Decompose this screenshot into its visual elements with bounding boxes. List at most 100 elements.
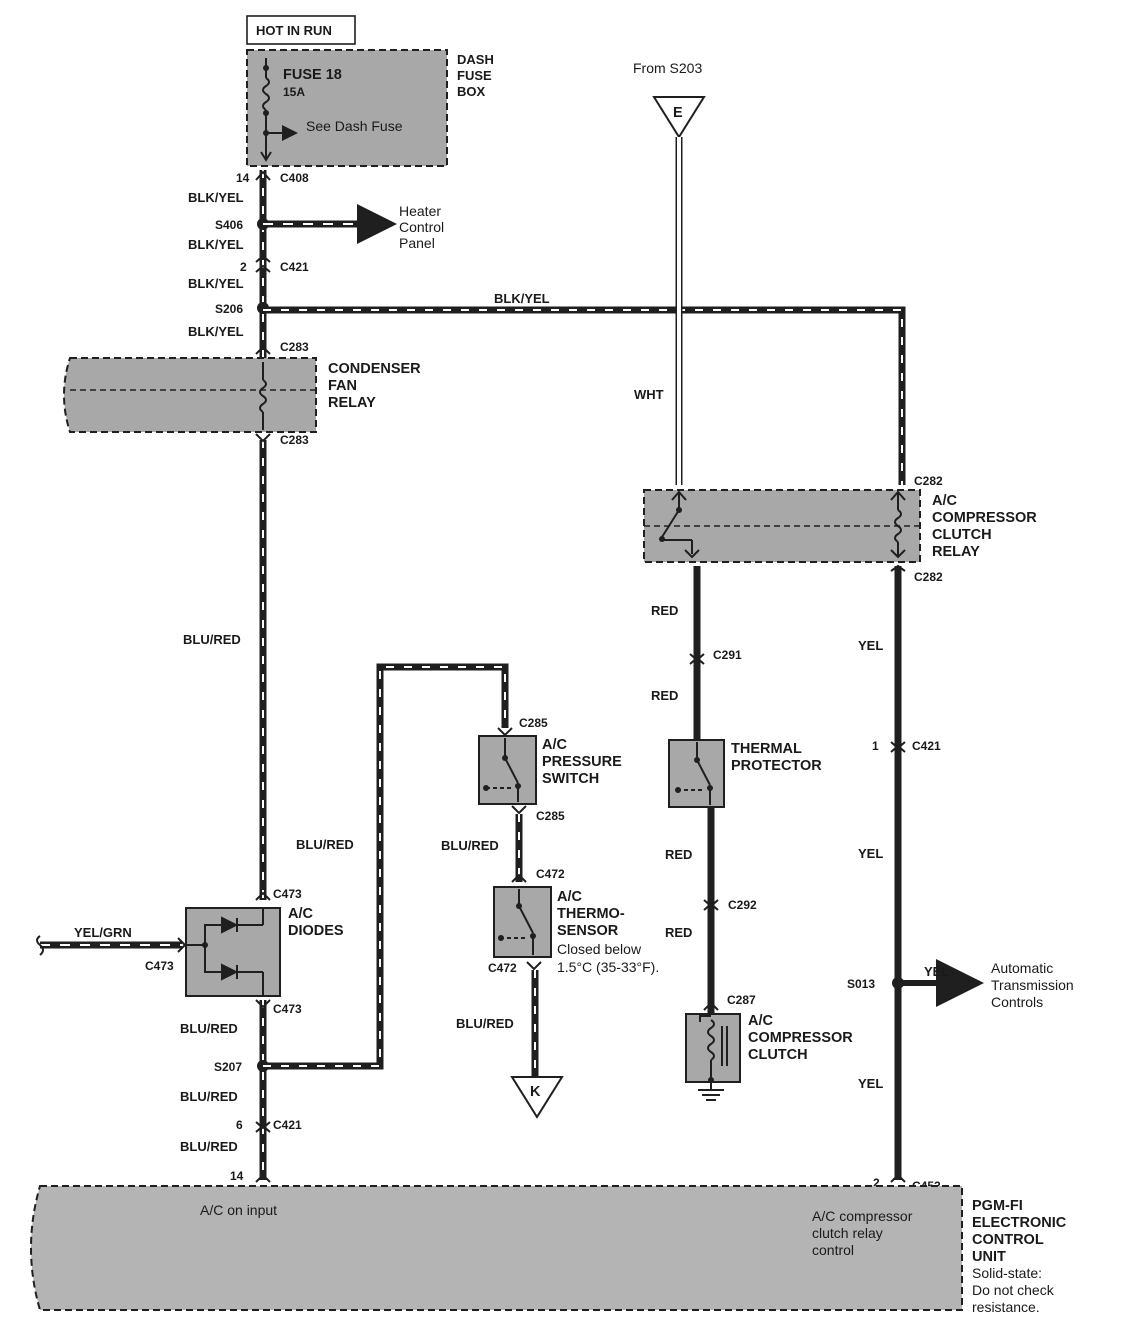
c285-top-label: C285: [519, 716, 548, 730]
ac-thermo-sensor-box: [493, 886, 552, 958]
clutch-relay-label-4: RELAY: [932, 544, 980, 560]
blu-red-loop-wire: [263, 663, 509, 1070]
wire-label-red-4: RED: [665, 925, 692, 940]
dash-fuse-box-label-1: DASH: [457, 52, 494, 67]
thermo-note-2: 1.5°C (35-33°F).: [557, 959, 659, 975]
diode-symbols: [186, 908, 264, 996]
ac-thermo-sensor-label-2: THERMO-: [557, 906, 625, 922]
ecu-note-3: resistance.: [972, 1299, 1040, 1315]
c472-top-label: C472: [536, 867, 565, 881]
wire-label-blk-yel-horizontal: BLK/YEL: [494, 291, 550, 306]
e-connector-label: E: [673, 105, 683, 121]
ac-thermo-sensor-label-1: A/C: [557, 889, 583, 905]
c285-bottom-label: C285: [536, 809, 565, 823]
c282-top-label: C282: [914, 474, 943, 488]
thermal-protector-label-1: THERMAL: [731, 741, 802, 757]
c472-bottom-label: C472: [488, 961, 517, 975]
wire-label-blu-red-1: BLU/RED: [183, 632, 241, 647]
c421c-pin: 1: [872, 739, 879, 753]
compressor-clutch-label-2: COMPRESSOR: [748, 1030, 853, 1046]
transmission-label-1: Automatic: [991, 960, 1053, 976]
dash-fuse-box-label-2: FUSE: [457, 68, 492, 83]
ac-thermo-sensor-label-3: SENSOR: [557, 923, 619, 939]
heater-label-1: Heater: [399, 203, 441, 219]
compressor-clutch-label-3: CLUTCH: [748, 1047, 808, 1063]
clutch-relay-label-1: A/C: [932, 493, 958, 509]
clutch-relay-label-3: CLUTCH: [932, 527, 992, 543]
wire-label-blu-red-2: BLU/RED: [180, 1021, 238, 1036]
ecu-note-2: Do not check: [972, 1282, 1055, 1298]
wire-label-blk-yel-3: BLK/YEL: [188, 276, 244, 291]
condenser-fan-relay-label-3: RELAY: [328, 395, 376, 411]
c421-pin: 2: [240, 260, 247, 274]
c473-bottom-label: C473: [273, 1002, 302, 1016]
c408-pin: 14: [236, 171, 250, 185]
ecu-name-2: ELECTRONIC: [972, 1215, 1067, 1231]
c283-top-label: C283: [280, 340, 309, 354]
wire-label-yel-3: YEL: [858, 1076, 883, 1091]
fuse-rating: 15A: [283, 85, 305, 99]
c292-label: C292: [728, 898, 757, 912]
c452-pin: 2: [873, 1176, 880, 1190]
c283-bottom-label: C283: [280, 433, 309, 447]
wire-label-yel-branch: YEL: [924, 964, 949, 979]
ac-diodes-label-2: DIODES: [288, 923, 344, 939]
clutch-relay-coil-symbol: [890, 490, 906, 559]
condenser-fan-relay-label-2: FAN: [328, 378, 357, 394]
c421b-pin: 6: [236, 1118, 243, 1132]
condenser-fan-relay-label-1: CONDENSER: [328, 361, 421, 377]
s207-label: S207: [214, 1060, 242, 1074]
dash-fuse-box-label-3: BOX: [457, 84, 486, 99]
c421b-label: C421: [273, 1118, 302, 1132]
e-connector-triangle: [652, 96, 706, 139]
transmission-label-2: Transmission: [991, 977, 1074, 993]
wire-label-blk-yel-1: BLK/YEL: [188, 190, 244, 205]
wire-label-red-2: RED: [651, 688, 678, 703]
ac-diodes-label-1: A/C: [288, 906, 314, 922]
wire-label-blu-red-6: BLU/RED: [456, 1016, 514, 1031]
wire-label-blk-yel-2: BLK/YEL: [188, 237, 244, 252]
thermal-protector-box: [668, 739, 725, 808]
ecu-name-4: UNIT: [972, 1249, 1006, 1265]
wire-label-wht: WHT: [634, 387, 664, 402]
transmission-label-3: Controls: [991, 994, 1043, 1010]
ground-icon: [698, 1089, 724, 1101]
ecu-relay-control-3: control: [812, 1242, 854, 1258]
see-dash-fuse-label: See Dash Fuse: [306, 118, 403, 134]
c473-left-label: C473: [145, 959, 174, 973]
ac-pressure-switch-label-2: PRESSURE: [542, 754, 622, 770]
s206-label: S206: [215, 302, 243, 316]
thermal-protector-label-2: PROTECTOR: [731, 758, 822, 774]
red-wire: [693, 566, 715, 1016]
ecu-relay-control-2: clutch relay: [812, 1225, 883, 1241]
hot-in-run-label: HOT IN RUN: [256, 23, 332, 38]
ecu-name-3: CONTROL: [972, 1232, 1044, 1248]
ac-diodes-box: [185, 907, 281, 997]
wire-label-red-3: RED: [665, 847, 692, 862]
compressor-clutch-coil-symbol: [699, 1015, 728, 1090]
wire-label-yel-2: YEL: [858, 846, 883, 861]
s013-label: S013: [847, 977, 875, 991]
fuse-symbol: [262, 77, 270, 111]
ecu-name-1: PGM-FI: [972, 1198, 1023, 1214]
k-connector-triangle: [510, 1076, 564, 1119]
wire-label-blu-red-4: BLU/RED: [180, 1139, 238, 1154]
heater-label-3: Panel: [399, 235, 435, 251]
ecu-relay-control-1: A/C compressor: [812, 1208, 913, 1224]
fuse-name: FUSE 18: [283, 67, 342, 83]
from-s203-label: From S203: [633, 60, 702, 76]
thermo-sensor-symbol: [500, 889, 534, 955]
condenser-fan-relay-box: [63, 357, 317, 433]
clutch-relay-label-2: COMPRESSOR: [932, 510, 1037, 526]
wire-label-red-1: RED: [651, 603, 678, 618]
ecu-box: [30, 1185, 963, 1311]
compressor-clutch-label-1: A/C: [748, 1013, 774, 1029]
wire-label-yel-1: YEL: [858, 638, 883, 653]
c282-bottom-label: C282: [914, 570, 943, 584]
dash-fuse-box: [246, 49, 448, 167]
thermo-note-1: Closed below: [557, 941, 642, 957]
c421-label: C421: [280, 260, 309, 274]
c287-label: C287: [727, 993, 756, 1007]
ecu-ac-on-input: A/C on input: [200, 1202, 277, 1218]
wire-label-blu-red-5: BLU/RED: [441, 838, 499, 853]
